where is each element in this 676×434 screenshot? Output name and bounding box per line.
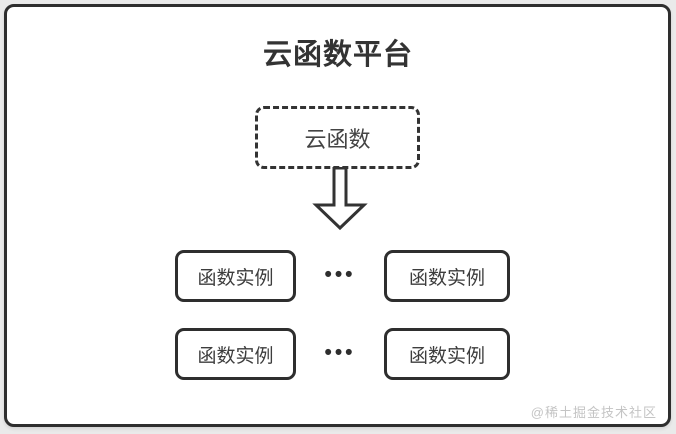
diagram-title: 云函数平台 <box>262 39 413 71</box>
function-instance-node: 函数实例 <box>384 250 510 302</box>
function-instance-label: 函数实例 <box>197 345 274 367</box>
function-instance-node: 函数实例 <box>175 250 296 302</box>
function-instance-label: 函数实例 <box>408 267 485 289</box>
function-instance-node: 函数实例 <box>175 328 296 380</box>
function-instance-label: 函数实例 <box>197 267 274 289</box>
watermark-text: @稀土掘金技术社区 <box>530 405 657 420</box>
function-instance-node: 函数实例 <box>384 328 510 380</box>
ellipsis-dots: ••• <box>324 341 356 364</box>
cloud-function-label: 云函数 <box>304 126 371 152</box>
down-arrow-icon <box>312 166 368 231</box>
function-instance-label: 函数实例 <box>408 345 485 367</box>
ellipsis-dots: ••• <box>324 263 356 286</box>
cloud-function-node: 云函数 <box>255 106 420 169</box>
